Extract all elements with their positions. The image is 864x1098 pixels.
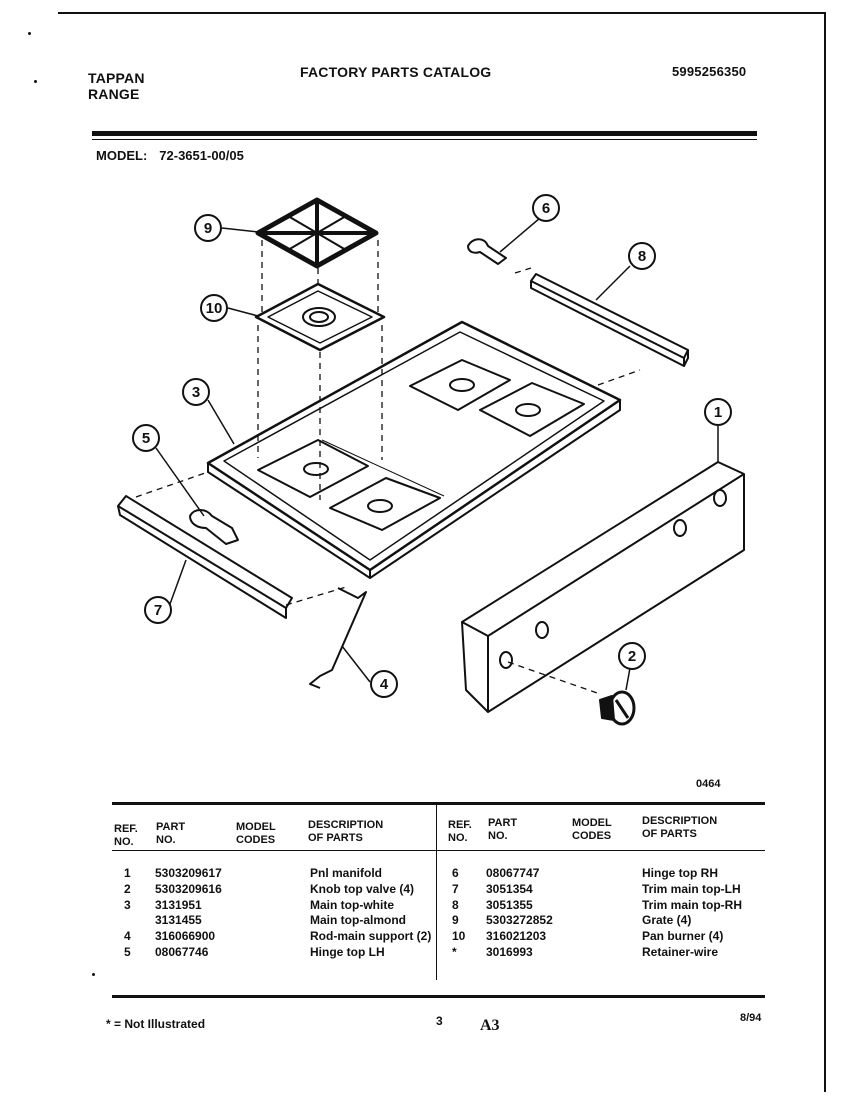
manifold-panel-part <box>461 461 745 713</box>
brand-line-1: TAPPAN <box>88 70 145 86</box>
model-line: MODEL: 72-3651-00/05 <box>96 148 244 163</box>
left-part-column: 5303209617 5303209616 3131951 3131455 31… <box>155 866 222 961</box>
table-row-ref: * <box>452 944 457 959</box>
table-row-desc: Pnl manifold <box>310 866 382 880</box>
table-row-part: 5303209616 <box>155 881 222 896</box>
table-row-desc: Knob top valve (4) <box>310 881 415 896</box>
figure-code: 0464 <box>696 778 721 790</box>
revision-date: 8/94 <box>740 1012 762 1024</box>
catalog-title: FACTORY PARTS CATALOG <box>300 64 492 80</box>
page-number: 3 <box>436 1014 443 1028</box>
right-desc-column: Hinge top RH Trim main top-LH Trim main … <box>642 866 742 961</box>
callout-6: 6 <box>542 200 550 217</box>
table-header-rule <box>112 850 765 851</box>
table-row-ref: 4 <box>124 929 131 944</box>
table-row-ref: 6 <box>452 866 459 880</box>
table-row-part: 3051355 <box>486 897 533 912</box>
callouts <box>155 217 719 691</box>
main-top-part <box>206 320 622 579</box>
table-row-desc: Rod-main support (2) <box>310 929 432 944</box>
table-divider <box>436 805 437 980</box>
document-number: 5995256350 <box>672 64 747 79</box>
page-frame <box>58 12 826 1092</box>
hinge-lh-part <box>189 509 239 545</box>
header-ref-left: REF.NO. <box>114 823 138 848</box>
callout-circles <box>132 194 732 698</box>
brand-label: TAPPAN RANGE <box>88 70 145 102</box>
scan-speck <box>28 32 31 35</box>
table-row-ref: 2 <box>124 881 131 896</box>
header-ref-right: REF.NO. <box>448 819 472 844</box>
table-row-ref: 7 <box>452 881 459 896</box>
page-code: A3 <box>480 1017 500 1034</box>
callout-7: 7 <box>154 602 162 619</box>
callout-3: 3 <box>192 384 200 401</box>
burner-pan-part <box>254 282 386 352</box>
table-row-ref: 5 <box>124 944 131 959</box>
table-row-part: 3016993 <box>486 944 533 959</box>
left-desc-column: Pnl manifold Knob top valve (4) Main top… <box>310 866 431 961</box>
table-row-desc: Hinge top LH <box>310 944 385 959</box>
table-row-ref <box>124 913 131 929</box>
table-row-part: 3051354 <box>486 881 533 896</box>
trim-rh-part <box>530 273 689 367</box>
table-bottom-rule <box>112 995 765 998</box>
rod-support-part <box>309 587 367 689</box>
brand-line-2: RANGE <box>88 86 140 102</box>
table-row-desc: Pan burner (4) <box>642 929 724 944</box>
table-top-rule <box>112 802 765 805</box>
callout-2: 2 <box>628 648 636 665</box>
hinge-rh-part <box>467 238 507 265</box>
table-row-ref: 8 <box>452 897 459 912</box>
exploded-parts-diagram: 9 10 3 5 7 4 6 8 1 2 <box>117 194 745 726</box>
knob-part <box>599 690 636 726</box>
table-row-part: 08067747 <box>486 866 540 880</box>
callout-5: 5 <box>142 430 150 447</box>
table-row-desc: Hinge top RH <box>642 866 718 880</box>
table-row-ref: 10 <box>452 929 466 944</box>
table-row-desc: Grate (4) <box>642 913 692 928</box>
scan-speck <box>92 973 95 976</box>
table-row-part: 3131951 <box>155 897 202 912</box>
table-row-part: 3131455 <box>155 913 202 928</box>
table-row-desc: Main top-almond <box>310 913 406 928</box>
model-value: 72-3651-00/05 <box>159 148 244 163</box>
table-row-desc: Retainer-wire <box>642 944 719 959</box>
table-row-part: 5303272852 <box>486 913 553 928</box>
right-part-column: 08067747 3051354 3051355 5303272852 3160… <box>486 866 553 961</box>
table-row-desc: Trim main top-RH <box>642 897 743 912</box>
table-row-desc: Main top-white <box>310 897 394 912</box>
table-row-desc: Trim main top-LH <box>642 881 741 896</box>
callout-4: 4 <box>380 676 389 693</box>
scan-speck <box>34 80 37 83</box>
trim-lh-part <box>117 495 293 619</box>
header-rule-thin <box>92 139 757 140</box>
callout-1: 1 <box>714 404 722 421</box>
callout-10: 10 <box>206 300 223 317</box>
table-row-ref: 1 <box>124 866 131 880</box>
table-row-ref: 9 <box>452 913 459 928</box>
table-row-ref: 3 <box>124 897 131 912</box>
table-row-part: 08067746 <box>155 944 209 959</box>
callout-9: 9 <box>204 220 212 237</box>
table-row-part: 316021203 <box>486 929 547 944</box>
callout-8: 8 <box>638 248 646 265</box>
model-label: MODEL: <box>96 148 148 163</box>
grate-part <box>255 197 379 269</box>
table-row-part: 5303209617 <box>155 866 222 880</box>
left-ref-column: 1 2 3 4 5 <box>124 866 131 961</box>
table-row-part: 316066900 <box>155 929 216 944</box>
header-rule <box>92 131 757 136</box>
right-ref-column: 6 7 8 9 10 * <box>452 866 465 961</box>
footnote: * = Not Illustrated <box>106 1017 206 1031</box>
